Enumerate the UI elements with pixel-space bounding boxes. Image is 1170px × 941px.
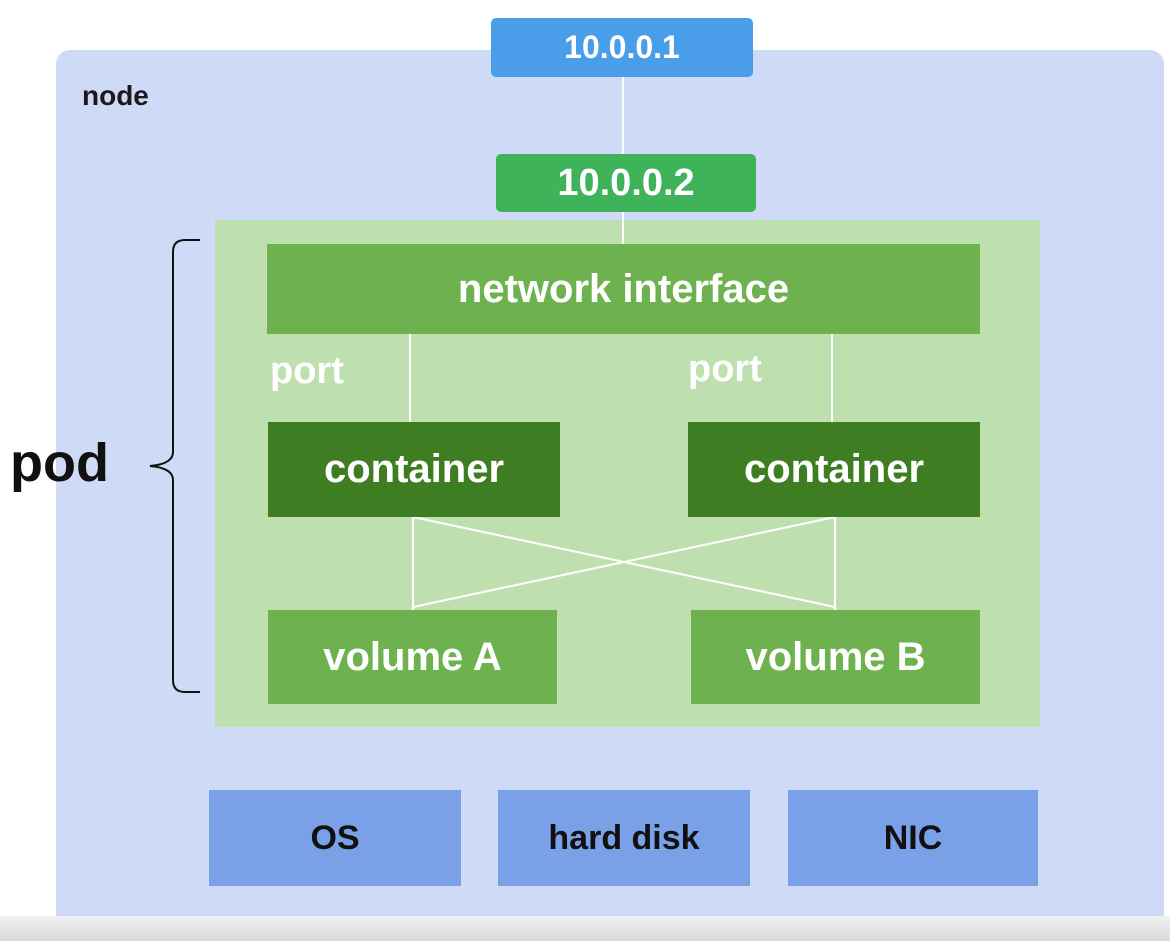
network-interface: network interface	[267, 244, 980, 334]
port-label-right: port	[688, 348, 762, 390]
volume-a: volume A	[268, 610, 557, 704]
container-left: container	[268, 422, 560, 517]
pod-ip-badge: 10.0.0.2	[496, 154, 756, 212]
pod-brace	[149, 239, 200, 693]
hardware-nic: NIC	[788, 790, 1038, 886]
hardware-os: OS	[209, 790, 461, 886]
node-label: node	[82, 80, 149, 111]
pod-label: pod	[10, 433, 109, 493]
port-label-left: port	[270, 350, 344, 392]
node-ip-badge: 10.0.0.1	[491, 18, 753, 77]
bottom-strip	[0, 916, 1170, 941]
volume-b: volume B	[691, 610, 980, 704]
container-right-volume-a	[412, 516, 836, 608]
hardware-hard-disk: hard disk	[498, 790, 750, 886]
container-right: container	[688, 422, 980, 517]
